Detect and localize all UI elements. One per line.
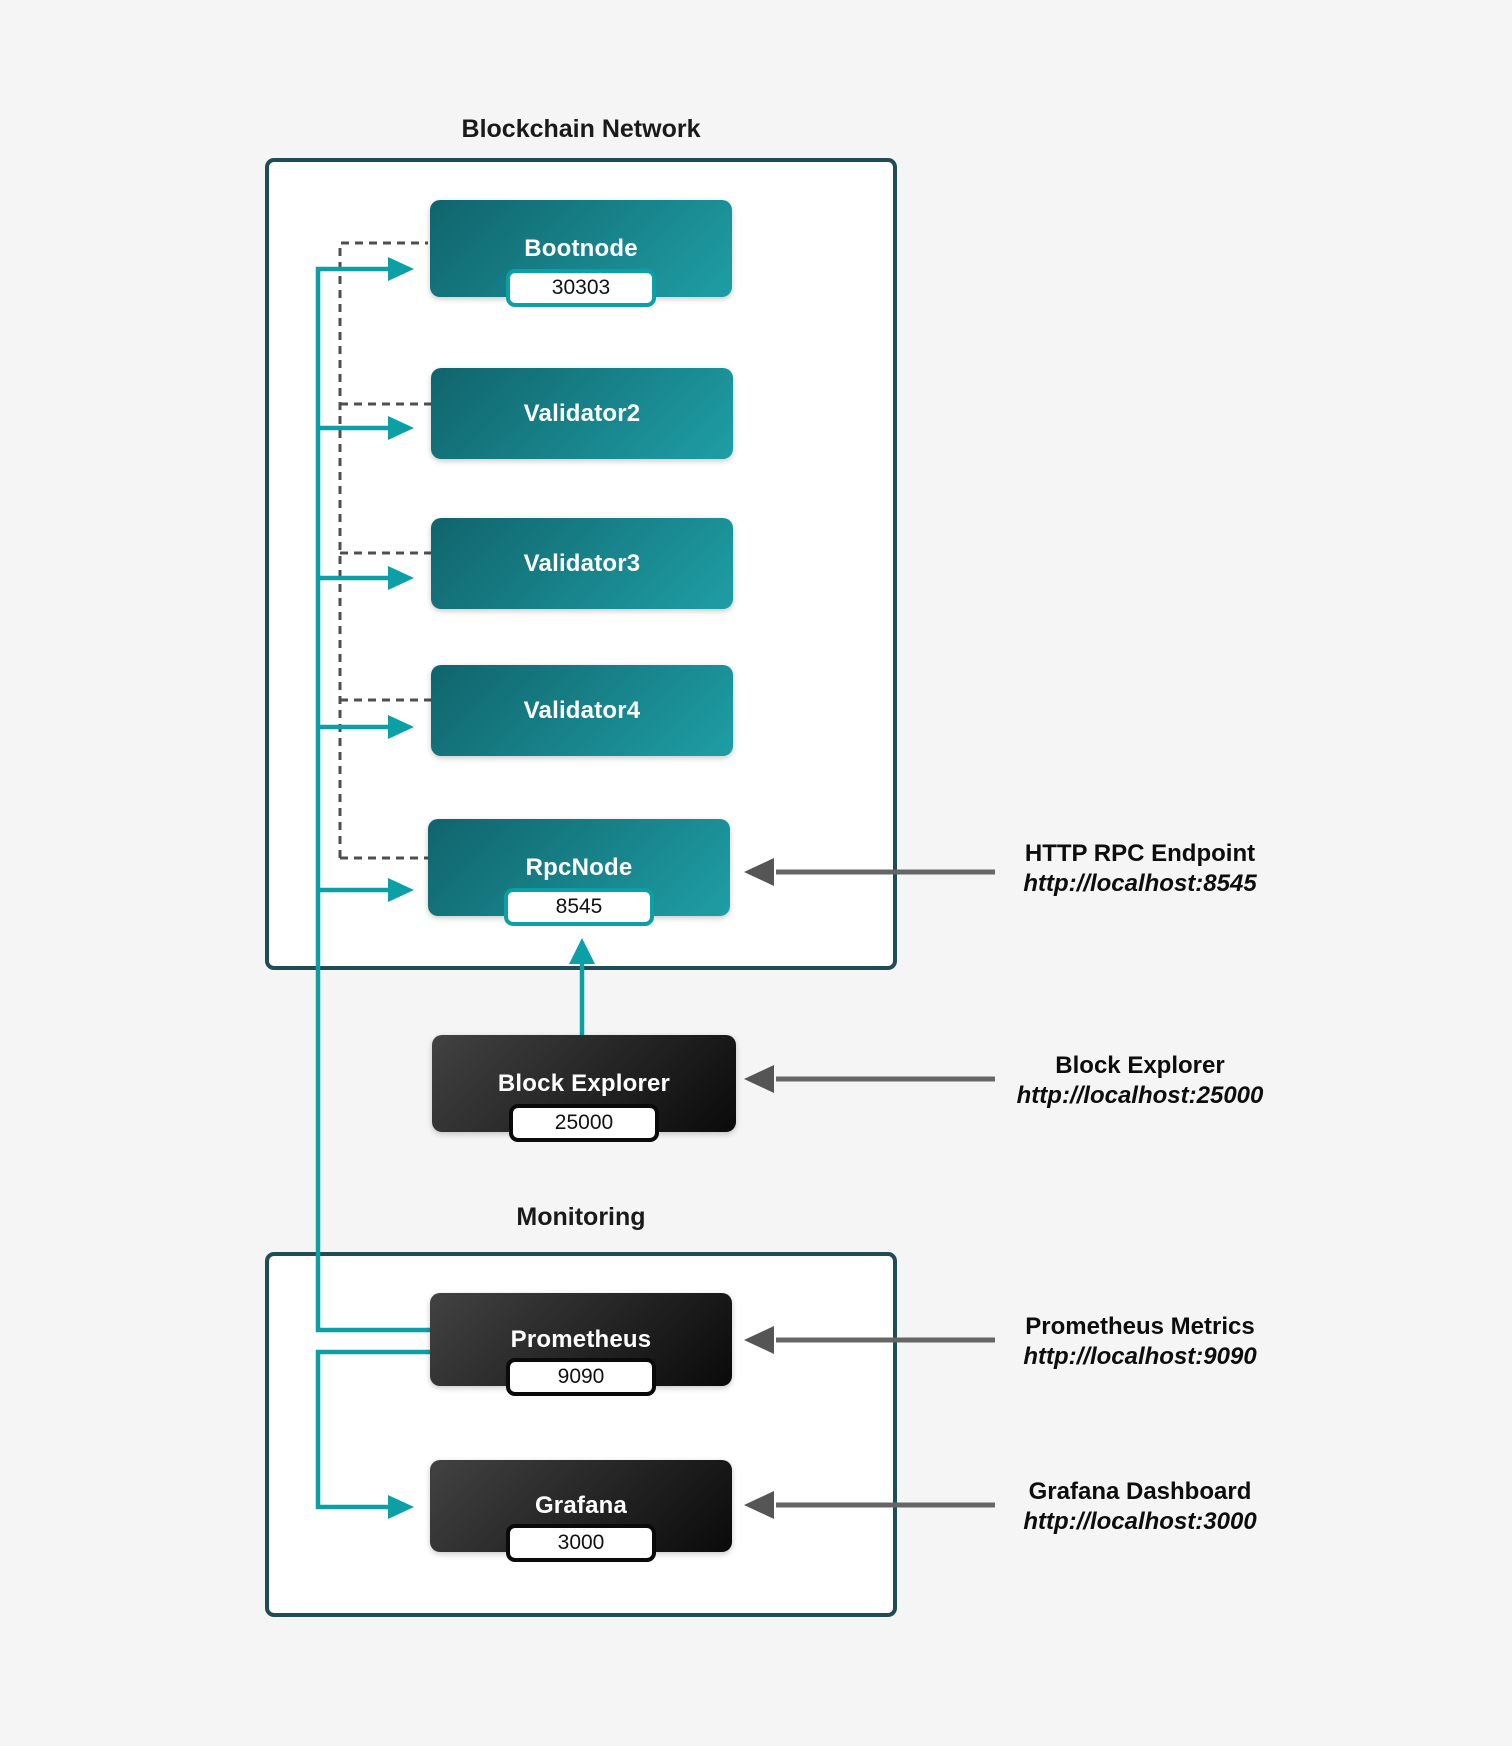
annotation-grafana-dashboard: Grafana Dashboard http://localhost:3000 — [960, 1477, 1320, 1537]
node-grafana: Grafana 3000 — [430, 1460, 732, 1562]
annotation-title: Prometheus Metrics — [1025, 1313, 1255, 1340]
annotation-block-explorer: Block Explorer http://localhost:25000 — [960, 1051, 1320, 1111]
annotation-arrows — [776, 869, 995, 1508]
node-grafana-port-badge: 3000 — [506, 1524, 656, 1562]
node-validator4: Validator4 — [431, 665, 733, 756]
node-validator3: Validator3 — [431, 518, 733, 609]
node-prometheus: Prometheus 9090 — [430, 1293, 732, 1396]
teal-arrowheads — [388, 257, 595, 1519]
node-block-explorer-port-badge: 25000 — [509, 1104, 659, 1142]
node-block-explorer: Block Explorer 25000 — [432, 1035, 736, 1142]
node-validator2: Validator2 — [431, 368, 733, 459]
node-prometheus-label: Prometheus — [510, 1325, 652, 1353]
node-validator3-label: Validator3 — [523, 549, 641, 577]
node-rpcnode-port-badge: 8545 — [504, 888, 654, 926]
annotation-title: Grafana Dashboard — [1028, 1478, 1252, 1505]
annotation-http-rpc-endpoint: HTTP RPC Endpoint http://localhost:8545 — [960, 839, 1320, 899]
node-grafana-label: Grafana — [534, 1492, 628, 1519]
annotation-url: http://localhost:3000 — [1023, 1508, 1257, 1535]
annotation-url: http://localhost:25000 — [1016, 1082, 1264, 1109]
node-bootnode: Bootnode 30303 — [430, 200, 732, 307]
node-rpcnode-label: RpcNode — [525, 853, 633, 881]
annotation-title: HTTP RPC Endpoint — [1024, 840, 1256, 867]
annotation-arrowheads — [744, 858, 774, 1519]
node-validator4-label: Validator4 — [523, 696, 641, 724]
annotation-prometheus-metrics: Prometheus Metrics http://localhost:9090 — [960, 1312, 1320, 1372]
monitoring-scrape-links — [315, 266, 430, 1510]
node-prometheus-port-badge: 9090 — [506, 1358, 656, 1396]
node-block-explorer-label: Block Explorer — [497, 1069, 671, 1097]
node-bootnode-label: Bootnode — [524, 234, 638, 262]
node-rpcnode: RpcNode 8545 — [428, 819, 730, 926]
node-validator2-label: Validator2 — [523, 399, 641, 427]
annotation-url: http://localhost:8545 — [1023, 870, 1257, 897]
annotation-title: Block Explorer — [1055, 1052, 1225, 1079]
peer-discovery-dashed-links — [338, 241, 431, 860]
node-bootnode-port-badge: 30303 — [506, 269, 656, 307]
annotation-url: http://localhost:9090 — [1023, 1343, 1257, 1370]
cluster-title-blockchain-network: Blockchain Network — [461, 115, 701, 143]
cluster-title-monitoring: Monitoring — [516, 1203, 646, 1231]
